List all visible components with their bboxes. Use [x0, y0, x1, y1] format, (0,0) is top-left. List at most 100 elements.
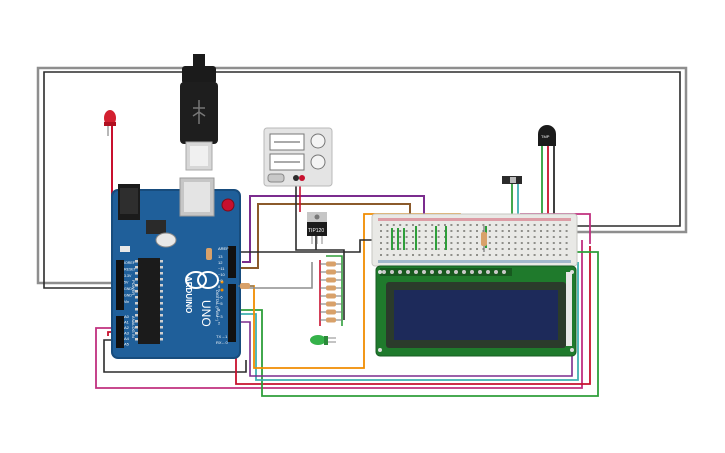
ladder-resistor[interactable]: [326, 285, 336, 291]
resistor-ladder[interactable]: [319, 255, 343, 326]
breadboard-hole: [508, 236, 510, 238]
lcd-pin: [478, 270, 482, 274]
breadboard-hole: [514, 236, 517, 238]
breadboard-hole: [565, 248, 568, 250]
breadboard-hole: [380, 242, 382, 244]
breadboard-hole: [392, 254, 395, 256]
wire-gray-top-loop[interactable]: [36, 66, 688, 285]
ladder-resistor[interactable]: [326, 269, 336, 275]
breadboard-hole: [405, 230, 408, 232]
breadboard-hole: [469, 224, 472, 226]
breadboard-hole: [437, 230, 440, 232]
breadboard-hole: [418, 242, 421, 244]
breadboard-hole: [559, 236, 562, 238]
breadboard-hole: [412, 224, 414, 226]
breadboard-hole: [469, 230, 472, 232]
breadboard-hole: [559, 224, 562, 226]
resistor-pin10[interactable]: [238, 283, 254, 289]
lcd-pin: [414, 270, 418, 274]
breadboard-hole: [418, 254, 421, 256]
power-supply-icon[interactable]: [263, 127, 333, 187]
power-pin-label: GND: [124, 294, 132, 298]
breadboard-hole: [533, 248, 536, 250]
wire-gray-pot[interactable]: [248, 262, 313, 289]
breadboard-hole: [469, 242, 472, 244]
breadboard: [371, 213, 578, 267]
breadboard-resistor[interactable]: [481, 226, 487, 252]
ladder-resistor[interactable]: [326, 309, 336, 315]
lcd-pin: [494, 270, 498, 274]
wire-dark-inner-loop[interactable]: [43, 71, 681, 289]
chip-pin: [160, 302, 163, 305]
analog-pin-label: A0: [124, 314, 130, 319]
breadboard-hole: [501, 224, 504, 226]
chip-pin: [160, 266, 163, 269]
arduino-uno-board[interactable]: [111, 177, 241, 359]
transistor-tip120[interactable]: [307, 212, 327, 244]
breadboard-hole: [495, 248, 498, 250]
ladder-resistor[interactable]: [326, 301, 336, 307]
breadboard-hole: [488, 236, 491, 238]
breadboard-hole: [546, 248, 549, 250]
breadboard-hole: [418, 230, 421, 232]
breadboard-hole: [456, 248, 459, 250]
wire-red-bottom[interactable]: [107, 331, 112, 336]
analog-pin-label: A3: [124, 331, 130, 336]
wire-teal-lcd-bottom[interactable]: [238, 262, 579, 381]
breadboard-hole: [476, 248, 478, 250]
usb-plug-icon[interactable]: [180, 54, 218, 171]
analog-pin-label: A1: [124, 320, 130, 325]
breadboard-hole: [386, 236, 389, 238]
arduino-power-header: POWER: [131, 280, 136, 295]
temp-sensor[interactable]: [538, 125, 556, 146]
breadboard-hole: [565, 236, 568, 238]
breadboard-hole: [540, 236, 542, 238]
breadboard-hole: [386, 242, 389, 244]
ladder-resistor[interactable]: [326, 317, 336, 323]
breadboard-hole: [495, 254, 498, 256]
breadboard-hole: [450, 254, 453, 256]
red-led-icon[interactable]: [104, 110, 116, 136]
wire-green-lcd-bottom[interactable]: [238, 251, 599, 397]
chip-pin: [135, 260, 138, 263]
wire-magenta-bottom[interactable]: [95, 240, 583, 389]
wire-dark-top[interactable]: [240, 239, 378, 253]
wire-black-psu[interactable]: [295, 178, 345, 320]
breadboard-hole: [463, 236, 466, 238]
breadboard-hole: [565, 254, 568, 256]
chip-pin: [135, 272, 138, 275]
breadboard-hole: [450, 230, 453, 232]
breadboard-hole: [450, 248, 453, 250]
breadboard-hole: [540, 254, 542, 256]
breadboard-hole: [540, 230, 542, 232]
ladder-resistor[interactable]: [326, 261, 336, 267]
chip-pin: [160, 290, 163, 293]
chip-pin: [135, 302, 138, 305]
lcd-header-strip: [566, 272, 572, 346]
power-pin-label: 5V: [124, 281, 129, 285]
ladder-resistor[interactable]: [326, 277, 336, 283]
breadboard-hole: [520, 236, 523, 238]
chip-pin: [135, 338, 138, 341]
breadboard-hole: [508, 248, 510, 250]
breadboard-hole: [437, 254, 440, 256]
resistor-top-board[interactable]: [206, 248, 212, 260]
breadboard-hole: [412, 236, 414, 238]
lcd-display[interactable]: [375, 265, 577, 357]
breadboard-hole: [399, 254, 402, 256]
ladder-resistor[interactable]: [326, 293, 336, 299]
chip-pin: [135, 284, 138, 287]
chip-pin: [160, 326, 163, 329]
lcd-pin: [382, 270, 386, 274]
wire-dark-bottom[interactable]: [103, 339, 247, 373]
breadboard-hole: [399, 242, 402, 244]
breadboard-hole: [431, 230, 434, 232]
wire-black-sensor[interactable]: [553, 146, 560, 221]
slide-switch[interactable]: [502, 176, 522, 184]
breadboard-hole: [565, 224, 568, 226]
breadboard-hole: [552, 224, 555, 226]
breadboard-hole: [399, 230, 402, 232]
green-led-icon[interactable]: [310, 335, 336, 345]
temp-sensor-label: TMP: [541, 134, 550, 139]
